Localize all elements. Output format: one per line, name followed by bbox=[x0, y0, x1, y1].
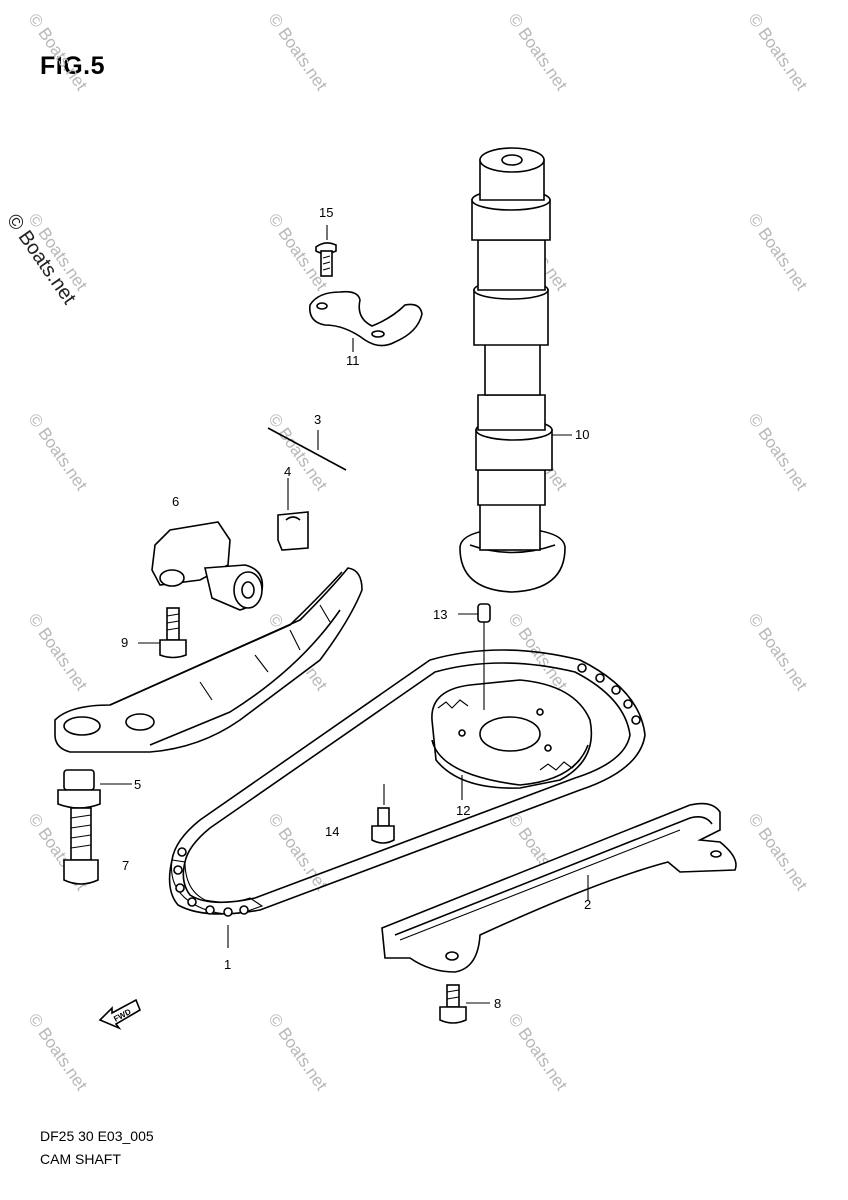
tensioner-guide-drawing bbox=[54, 567, 363, 753]
figure-title: FIG.5 bbox=[40, 52, 106, 80]
diagram-name: CAM SHAFT bbox=[40, 1151, 121, 1167]
bolt-8-drawing bbox=[439, 984, 490, 1024]
part-label-4: 4 bbox=[284, 464, 292, 479]
bolt-7-drawing bbox=[63, 807, 99, 885]
part-label-1: 1 bbox=[224, 957, 232, 972]
part-label-13: 13 bbox=[433, 607, 448, 622]
camshaft-drawing bbox=[459, 147, 572, 593]
forward-arrow-icon: FWD bbox=[98, 998, 141, 1030]
part-label-7: 7 bbox=[122, 858, 130, 873]
part-label-6: 6 bbox=[172, 494, 180, 509]
tensioner-drawing bbox=[151, 427, 347, 611]
diagram-code: DF25 30 E03_005 bbox=[40, 1128, 154, 1144]
bolt-9-drawing bbox=[138, 607, 187, 659]
bushing-5-drawing bbox=[57, 769, 132, 809]
part-label-8: 8 bbox=[494, 996, 502, 1011]
retainer-plate-drawing bbox=[308, 225, 423, 352]
chain-drawing bbox=[168, 649, 646, 948]
sprocket-drawing bbox=[431, 603, 593, 800]
part-label-5: 5 bbox=[134, 777, 142, 792]
part-label-9: 9 bbox=[121, 635, 129, 650]
chain-links bbox=[173, 663, 641, 917]
part-label-11: 11 bbox=[346, 353, 360, 368]
part-label-15: 15 bbox=[319, 205, 334, 220]
part-label-10: 10 bbox=[575, 427, 590, 442]
part-label-14: 14 bbox=[325, 824, 340, 839]
part-label-2: 2 bbox=[584, 897, 592, 912]
part-label-12: 12 bbox=[456, 803, 471, 818]
part-label-3: 3 bbox=[314, 412, 322, 427]
bolt-14-drawing bbox=[371, 784, 395, 844]
chain-guide-drawing bbox=[381, 802, 737, 973]
